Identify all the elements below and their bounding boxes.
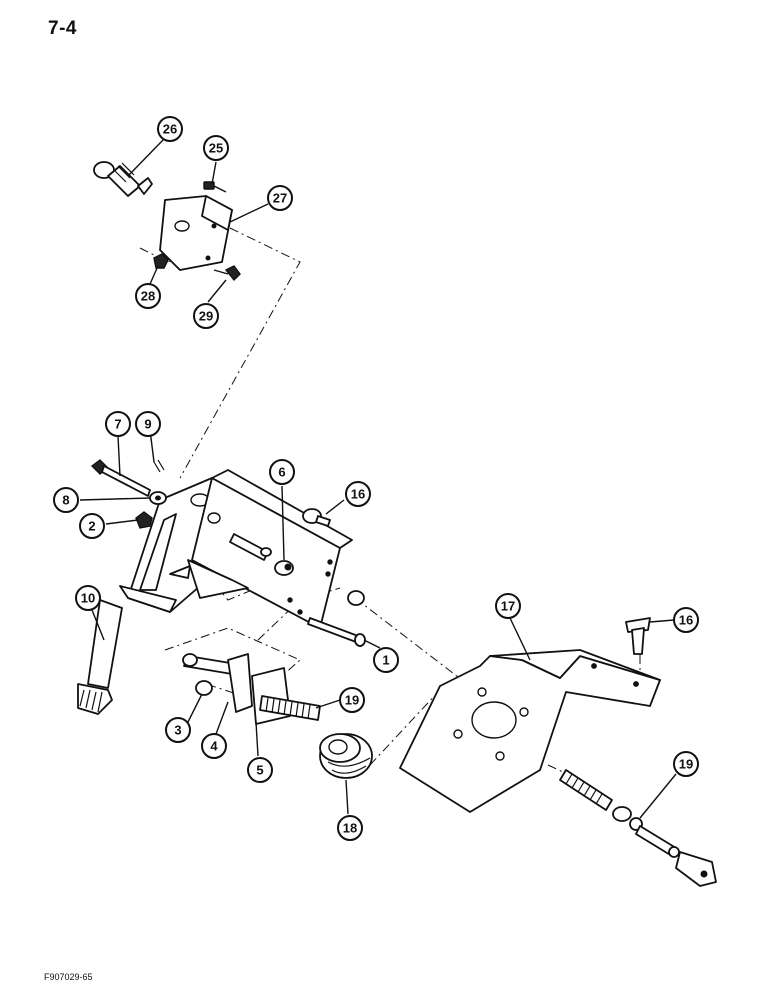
- svg-text:26: 26: [163, 122, 177, 137]
- callout-26: 26: [157, 116, 183, 142]
- svg-text:25: 25: [209, 141, 223, 156]
- callout-25: 25: [203, 135, 229, 161]
- svg-text:16: 16: [679, 613, 693, 628]
- callout-27: 27: [267, 185, 293, 211]
- fitting-26: [93, 161, 153, 197]
- page-number: 7-4: [48, 18, 77, 39]
- svg-text:5: 5: [256, 763, 263, 778]
- grommet-18: [319, 733, 373, 779]
- washer-8: [149, 491, 167, 505]
- callout-18: 18: [337, 815, 363, 841]
- svg-text:16: 16: [351, 487, 365, 502]
- svg-text:3: 3: [174, 723, 181, 738]
- callout-16-right: 16: [673, 607, 699, 633]
- svg-text:27: 27: [273, 191, 287, 206]
- callout-3: 3: [165, 717, 191, 743]
- linkage-assembly: [182, 653, 321, 725]
- svg-text:19: 19: [345, 693, 359, 708]
- mounting-bracket-17: [399, 649, 661, 813]
- svg-text:29: 29: [199, 309, 213, 324]
- svg-text:7: 7: [114, 417, 121, 432]
- nut-28: [153, 253, 169, 269]
- callout-4: 4: [201, 733, 227, 759]
- callout-10: 10: [75, 585, 101, 611]
- lever-housing-10: [77, 469, 353, 715]
- svg-text:28: 28: [141, 289, 155, 304]
- callout-9: 9: [135, 411, 161, 437]
- callout-5: 5: [247, 757, 273, 783]
- bolt-7: [90, 459, 151, 497]
- bolt-16-upper: [302, 508, 331, 527]
- svg-text:9: 9: [144, 417, 151, 432]
- svg-text:19: 19: [679, 757, 693, 772]
- upper-bracket-assembly: [93, 161, 241, 282]
- figure-code: F907029-65: [44, 972, 93, 982]
- callout-19-center: 19: [339, 687, 365, 713]
- svg-text:2: 2: [88, 519, 95, 534]
- screw-25: [203, 181, 227, 193]
- callout-7: 7: [105, 411, 131, 437]
- svg-text:17: 17: [501, 599, 515, 614]
- bolt-16-right: [625, 617, 651, 655]
- callout-6: 6: [269, 459, 295, 485]
- callout-28: 28: [135, 283, 161, 309]
- svg-text:1: 1: [382, 653, 389, 668]
- callout-1: 1: [373, 647, 399, 673]
- svg-text:10: 10: [81, 591, 95, 606]
- svg-text:18: 18: [343, 821, 357, 836]
- bolt-29: [213, 265, 241, 282]
- bolt-1: [307, 590, 366, 647]
- callout-29: 29: [193, 303, 219, 329]
- nut-2: [135, 511, 153, 529]
- svg-text:8: 8: [62, 493, 69, 508]
- callout-17: 17: [495, 593, 521, 619]
- leader-lines: [79, 139, 677, 819]
- callout-2: 2: [79, 513, 105, 539]
- callout-16-top: 16: [345, 481, 371, 507]
- bushing-6: [274, 560, 294, 576]
- callout-8: 8: [53, 487, 79, 513]
- svg-text:6: 6: [278, 465, 285, 480]
- svg-text:4: 4: [210, 739, 218, 754]
- cable-19-right: [559, 769, 717, 887]
- cotter-pin-9: [153, 459, 165, 473]
- callout-19-right: 19: [673, 751, 699, 777]
- bracket-plate-27: [159, 195, 233, 271]
